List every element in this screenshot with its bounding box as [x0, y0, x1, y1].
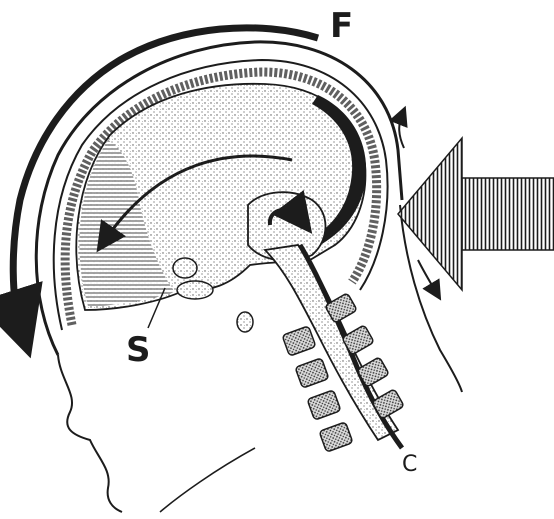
label-f: F	[330, 6, 353, 46]
rebound-arrow-down	[418, 260, 436, 292]
label-c: C	[402, 452, 417, 477]
label-s: S	[126, 330, 151, 370]
jaw-line	[160, 448, 255, 512]
face-profile	[58, 355, 122, 512]
rebound-arrow-up	[399, 115, 404, 148]
